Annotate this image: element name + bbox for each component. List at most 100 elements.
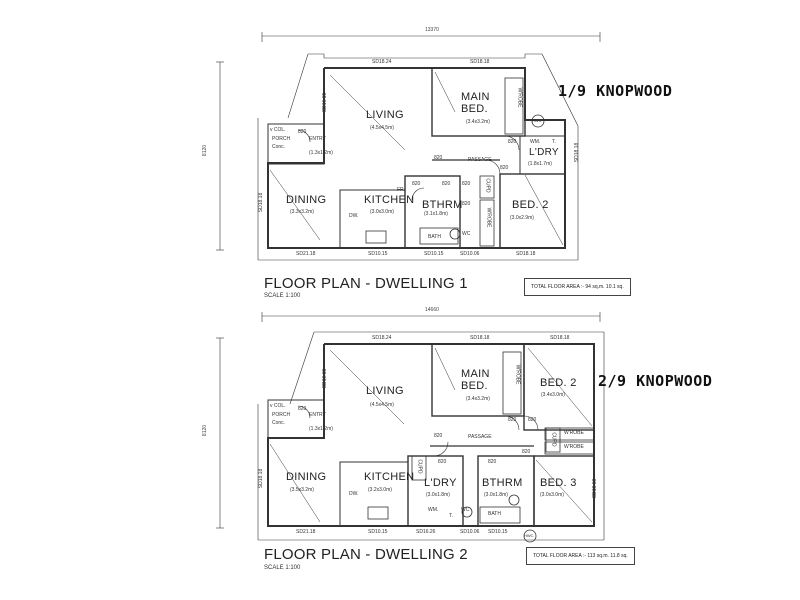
plan-scale: SCALE 1:100	[264, 293, 301, 299]
floor-plan-dwelling-1: 13370 8120 1/9 KNOPWOOD LIVING (4.5x4.5m…	[202, 27, 673, 300]
dim-sd7: SD10.15	[424, 251, 444, 257]
dim-sd10: SD10.15	[488, 529, 508, 535]
plan-heading: FLOOR PLAN - DWELLING 2	[264, 546, 468, 563]
passage-label: PASSAGE	[468, 434, 492, 440]
wrobe-label-2: W'ROBE	[564, 430, 584, 436]
room-main-size: (3.4x3.2m)	[466, 119, 490, 125]
bath-label: BATH	[428, 234, 441, 240]
dim-820g: 820	[412, 181, 421, 187]
overall-width: 13370	[425, 27, 439, 33]
room-kitchen: KITCHEN	[364, 471, 415, 483]
entry-label: ENTRY	[309, 412, 326, 418]
room-bthrm: BTHRM	[482, 477, 523, 489]
dim-sd1: SD18.24	[372, 335, 392, 341]
room-main: MAIN	[461, 91, 490, 103]
room-living: LIVING	[366, 385, 404, 397]
wm-label: WM.	[428, 507, 439, 513]
overall-width: 14660	[425, 307, 439, 313]
dishwasher-label: DW.	[349, 213, 359, 219]
dim-sd1: SD18.24	[372, 59, 392, 65]
room-kitchen-size: (3.0x3.0m)	[370, 209, 394, 215]
dim-820d: 820	[438, 459, 447, 465]
entry-size: (1.3x1.2m)	[309, 426, 333, 432]
column-label: v COL.	[270, 127, 286, 133]
dwelling-tag: 2/9 KNOPWOOD	[598, 372, 713, 390]
cupd-label-1: CUPD	[416, 459, 423, 474]
plan-1-drawing	[216, 32, 601, 261]
dim-820b: 820	[508, 417, 517, 423]
wrobe-label-2: W'ROBE	[485, 207, 492, 228]
wm-label: WM.	[530, 139, 541, 145]
room-bed3-size: (3.0x3.0m)	[540, 492, 564, 498]
total-floor-area-box: TOTAL FLOOR AREA :- 113 sq.m. 11.8 sq.	[526, 547, 635, 565]
dim-sd3: SD10.15	[322, 92, 329, 113]
entry-label: ENTRY	[309, 136, 326, 142]
room-bthrm: BTHRM	[422, 199, 463, 211]
room-ldry: L'DRY	[424, 477, 457, 489]
dim-sd5: SD18.18	[258, 468, 265, 489]
room-living-size: (4.5x4.5m)	[370, 125, 394, 131]
wc-label: WC	[462, 231, 471, 237]
dwelling-tag: 1/9 KNOPWOOD	[558, 82, 673, 100]
floor-plan-dwelling-2: 14660 8120 2/9 KNOPWOOD LIVING (4.5x4.5m…	[0, 300, 800, 600]
dim-sd4: SD18.18	[258, 192, 265, 213]
room-bed3: BED. 3	[540, 477, 577, 489]
room-kitchen: KITCHEN	[364, 194, 415, 206]
plan-heading: FLOOR PLAN - DWELLING 1	[264, 275, 468, 292]
wrobe-label-1: W'ROBE	[516, 87, 523, 108]
dim-820a: 820	[434, 433, 443, 439]
wrobe-label-1: W'ROBE	[514, 364, 521, 385]
dim-sd11: SD18.18	[592, 478, 599, 499]
toilet-label: T.	[449, 513, 453, 519]
plan-2-drawing	[216, 312, 605, 543]
room-ldry-size: (3.0x1.8m)	[426, 492, 450, 498]
toilet-label: T.	[552, 139, 556, 145]
room-dining: DINING	[286, 471, 327, 483]
room-main-size: (3.4x3.2m)	[466, 396, 490, 402]
plan-scale: SCALE 1:100	[264, 565, 301, 571]
room-bed2: BED. 2	[540, 377, 577, 389]
room-bed2-size: (3.4x3.0m)	[541, 392, 565, 398]
hwc-label: HWC	[524, 533, 534, 538]
dim-820c: 820	[528, 417, 537, 423]
dim-sd2: SD18.18	[470, 335, 490, 341]
porch-label: PORCH	[272, 412, 291, 418]
dim-sd7: SD10.15	[368, 529, 388, 535]
dim-820c: 820	[500, 165, 509, 171]
room-dining: DINING	[286, 194, 327, 206]
hwc-label: HWC	[532, 118, 542, 123]
dim-sd9: SD10.06	[460, 529, 480, 535]
room-dining-size: (3.5x3.2m)	[290, 487, 314, 493]
bath-label: BATH	[488, 511, 501, 517]
fridge-label: FR.	[397, 187, 406, 193]
room-ldry-size: (1.8x1.7m)	[528, 161, 552, 167]
wrobe-label-3: W'ROBE	[564, 444, 584, 450]
dim-sd5: SD21.18	[296, 251, 316, 257]
dim-820e: 820	[488, 459, 497, 465]
column-label: v COL.	[270, 403, 286, 409]
room-main-bed: BED.	[461, 103, 488, 115]
room-main: MAIN	[461, 368, 490, 380]
room-living-size: (4.5x4.5m)	[370, 402, 394, 408]
dishwasher-label: DW.	[349, 491, 359, 497]
overall-height: 8120	[202, 424, 209, 437]
room-bed2: BED. 2	[512, 199, 549, 211]
dim-sd8: SD16.26	[416, 529, 436, 535]
room-bthrm-size: (3.0x1.8m)	[484, 492, 508, 498]
room-living: LIVING	[366, 109, 404, 121]
porch-label: PORCH	[272, 136, 291, 142]
dim-820d: 820	[442, 181, 451, 187]
room-bthrm-size: (3.1x1.8m)	[424, 211, 448, 217]
cupd-label-2: CUPD	[550, 432, 557, 447]
dim-820b: 820	[508, 139, 517, 145]
dim-sd6: SD10.15	[368, 251, 388, 257]
wc-label: WC	[461, 507, 470, 513]
total-floor-area-box: TOTAL FLOOR AREA :- 94 sq.m. 10.1 sq.	[524, 278, 631, 296]
room-dining-size: (3.3x3.2m)	[290, 209, 314, 215]
overall-height: 8120	[202, 144, 209, 157]
cupd-label: CUPD	[484, 178, 491, 193]
dim-sd9: SD18.18	[516, 251, 536, 257]
dim-sd10: SD18.18	[574, 142, 581, 163]
dim-820f: 820	[522, 449, 531, 455]
entry-size: (1.3x1.2m)	[309, 150, 333, 156]
